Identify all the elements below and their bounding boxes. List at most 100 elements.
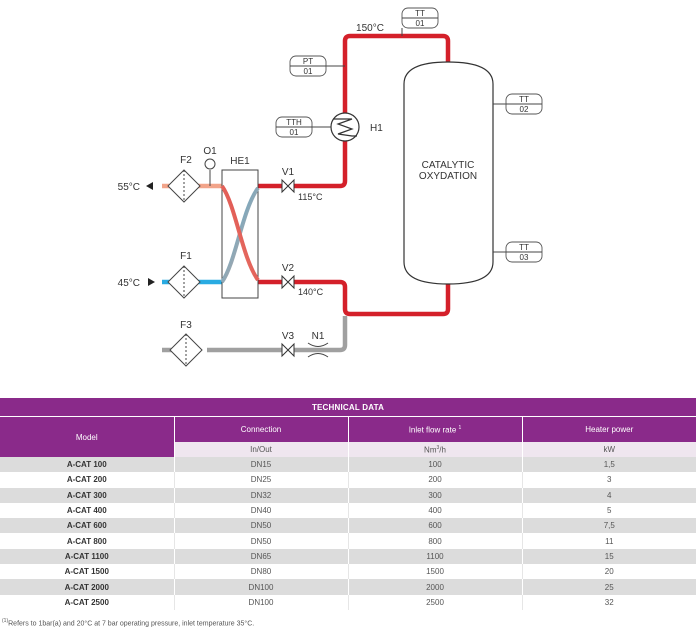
label-h1: H1 <box>370 123 383 134</box>
valve-v1 <box>281 178 295 194</box>
process-flow-diagram: HE1 F2 F1 F3 O1 55°C 45°C V1 115°C V2 14… <box>118 7 543 367</box>
valve-v2 <box>281 274 295 290</box>
unit-flow: Nm3/h <box>347 442 522 457</box>
inlet-temp-bottom: 45°C <box>118 278 140 289</box>
label-n1: N1 <box>312 331 325 342</box>
vessel-label-line1: CATALYTIC <box>422 160 475 171</box>
label-f3: F3 <box>180 320 192 331</box>
unit-connection: In/Out <box>173 442 348 457</box>
tag-pt-01-top: PT <box>303 57 313 66</box>
cell-heater: 15 <box>521 548 696 565</box>
cell-model: A-CAT 400 <box>0 502 174 519</box>
gauge-o1 <box>204 158 216 186</box>
orifice-n1 <box>307 342 329 358</box>
cell-flow: 2500 <box>347 594 522 610</box>
table-title: TECHNICAL DATA <box>0 398 696 417</box>
tag-tt-01-bottom: 01 <box>416 19 425 28</box>
heater-h1 <box>330 112 360 142</box>
cell-flow: 800 <box>347 533 522 549</box>
tag-tt-02-bottom: 02 <box>520 105 529 114</box>
cell-connection: DN32 <box>173 487 348 503</box>
label-f2: F2 <box>180 155 192 166</box>
tag-tth-01: TTH 01 <box>275 116 313 138</box>
temp-v1: 115°C <box>298 192 323 202</box>
cell-model: A-CAT 2500 <box>0 594 174 610</box>
label-v2: V2 <box>282 263 295 274</box>
inlet-arrow-icon <box>148 278 155 286</box>
vessel-label-line2: OXYDATION <box>419 171 477 182</box>
hot-outlet-pipe <box>294 33 451 189</box>
tag-tt-03: TT 03 <box>505 241 543 263</box>
cell-heater: 25 <box>521 579 696 595</box>
tag-tth-01-top: TTH <box>286 118 302 127</box>
tag-tth-01-bottom: 01 <box>290 128 299 137</box>
table-footnote: (1)Refers to 1bar(a) and 20°C at 7 bar o… <box>2 618 254 627</box>
cell-flow: 1100 <box>347 548 522 565</box>
cell-heater: 5 <box>521 502 696 519</box>
cell-flow: 600 <box>347 518 522 534</box>
cell-connection: DN40 <box>173 502 348 519</box>
cell-heater: 7,5 <box>521 518 696 534</box>
tag-tt-01: TT 01 <box>401 7 439 29</box>
cell-flow: 200 <box>347 472 522 488</box>
cell-model: A-CAT 200 <box>0 472 174 488</box>
label-o1: O1 <box>203 146 217 157</box>
label-v1: V1 <box>282 167 295 178</box>
cell-flow: 100 <box>347 457 522 473</box>
cell-heater: 11 <box>521 533 696 549</box>
header-model: Model <box>0 416 174 457</box>
cell-flow: 2000 <box>347 579 522 595</box>
cell-connection: DN50 <box>173 533 348 549</box>
tag-tt-03-top: TT <box>519 243 529 252</box>
cell-heater: 1,5 <box>521 457 696 473</box>
technical-data-table: TECHNICAL DATA Model Connection Inlet fl… <box>0 398 696 610</box>
filter-f3 <box>169 333 203 367</box>
cell-heater: 4 <box>521 487 696 503</box>
cell-connection: DN100 <box>173 594 348 610</box>
cell-heater: 20 <box>521 564 696 580</box>
outlet-arrow-icon <box>146 182 153 190</box>
tag-pt-01-bottom: 01 <box>304 67 313 76</box>
label-he1: HE1 <box>230 156 250 167</box>
header-connection: Connection <box>173 416 348 442</box>
cell-model: A-CAT 2000 <box>0 579 174 595</box>
valve-v3 <box>281 342 295 358</box>
cell-connection: DN25 <box>173 472 348 488</box>
header-flow-text: Inlet flow rate <box>408 425 457 435</box>
unit-flow-text: Nm <box>424 445 437 455</box>
cell-connection: DN100 <box>173 579 348 595</box>
header-flow: Inlet flow rate 1 <box>347 416 522 442</box>
unit-heater: kW <box>521 442 696 457</box>
footnote-marker: (1) <box>2 618 9 624</box>
unit-flow-suffix: /h <box>439 445 446 455</box>
tag-tt-01-top: TT <box>415 9 425 18</box>
cell-model: A-CAT 300 <box>0 487 174 503</box>
tag-tt-02: TT 02 <box>505 93 543 115</box>
tag-tt-03-bottom: 03 <box>520 253 529 262</box>
label-f1: F1 <box>180 251 192 262</box>
cell-model: A-CAT 1500 <box>0 564 174 580</box>
cell-flow: 1500 <box>347 564 522 580</box>
catalytic-vessel <box>403 61 494 285</box>
heat-exchanger-crossing-hot <box>220 184 260 282</box>
cell-model: A-CAT 600 <box>0 518 174 534</box>
filter-f1 <box>167 265 201 299</box>
cell-model: A-CAT 100 <box>0 457 174 473</box>
unit-flow-sup: 3 <box>436 444 440 451</box>
cell-flow: 300 <box>347 487 522 503</box>
filter-f2 <box>167 169 201 203</box>
header-heater: Heater power <box>521 416 696 442</box>
cell-model: A-CAT 1100 <box>0 548 174 565</box>
cell-heater: 32 <box>521 594 696 610</box>
cell-model: A-CAT 800 <box>0 533 174 549</box>
cell-connection: DN15 <box>173 457 348 473</box>
temp-v2: 140°C <box>298 287 324 297</box>
